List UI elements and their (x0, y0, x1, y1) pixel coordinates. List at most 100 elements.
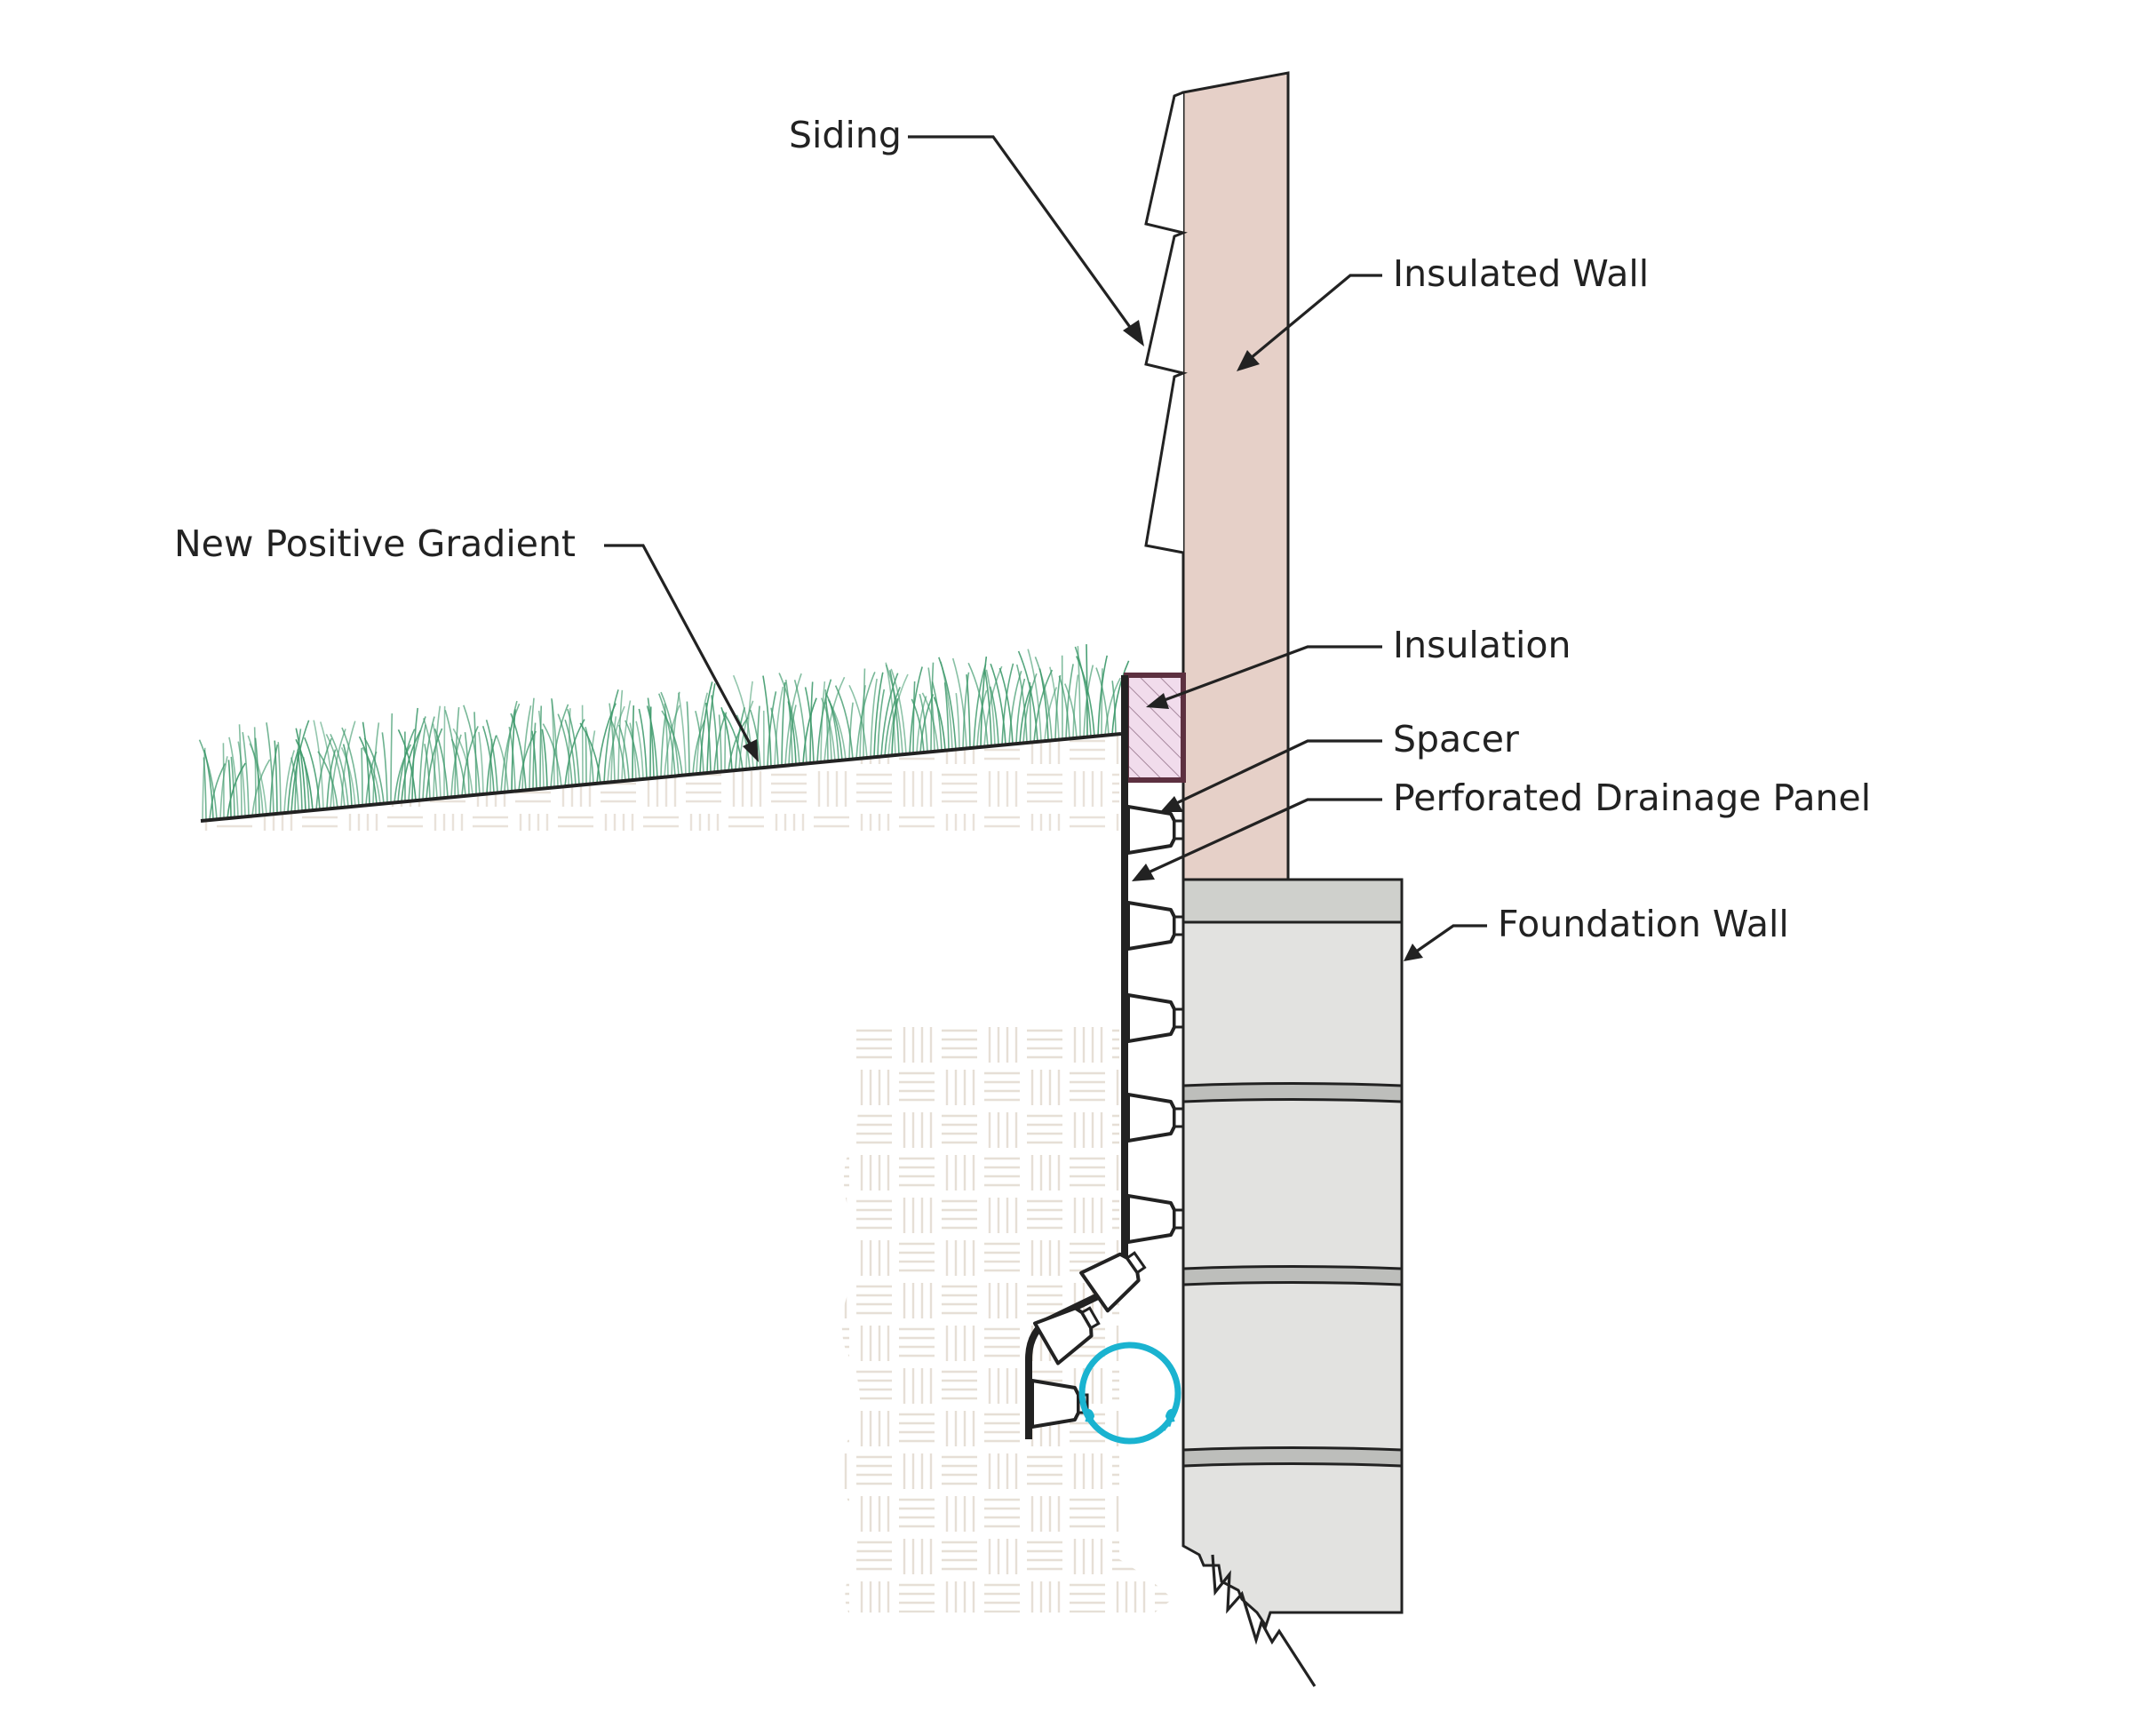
grass-blade (450, 734, 462, 798)
grass-blade (609, 717, 626, 781)
grass-blade (870, 678, 878, 758)
grass-blade (721, 710, 744, 770)
grass-blade (253, 727, 257, 816)
grass-blade (432, 723, 442, 799)
grass-blade (485, 720, 498, 793)
leader-new-positive-gradient (604, 544, 757, 754)
grass-blade (330, 729, 346, 809)
grass-blade (551, 697, 559, 787)
grass-blade (249, 743, 267, 816)
grass-blade (989, 686, 999, 746)
grass-blade (762, 675, 772, 768)
grass-blade (1017, 650, 1038, 742)
grass-blade (422, 718, 438, 799)
grass-blade (638, 708, 648, 779)
backfill-soil (841, 1026, 1173, 1613)
grass-blade (1076, 656, 1095, 737)
grass-blade (508, 726, 516, 792)
grass-blade (242, 732, 250, 816)
leader-insulation (1154, 645, 1382, 705)
grass-blade (990, 663, 1006, 745)
grass-blade (478, 731, 484, 794)
grass-blade (304, 737, 321, 810)
grass-blade (863, 668, 866, 759)
grass-blade (1027, 649, 1042, 742)
grass-blade (661, 710, 683, 776)
grass-blade (699, 681, 713, 774)
grass-blade (629, 722, 637, 780)
grass-blade (973, 664, 987, 748)
grass-blade (774, 686, 784, 767)
grass-blade (230, 756, 235, 818)
grass-blade (325, 734, 346, 808)
grass-blade (228, 737, 239, 818)
grass-blade (295, 728, 306, 811)
grass-blade (454, 707, 460, 797)
grass-blade (804, 687, 815, 763)
grass-blade (820, 681, 826, 762)
grass-blade (247, 735, 264, 816)
grass-blade (443, 705, 446, 799)
grass-blade (452, 728, 473, 796)
spacer (1079, 1251, 1147, 1313)
grass-blade (646, 705, 658, 778)
grass-blade (340, 747, 356, 807)
grass-blade (564, 719, 577, 786)
grass-blade (295, 738, 314, 811)
grass-blade (1054, 674, 1062, 741)
grass-blade (885, 664, 903, 755)
grass-blade (649, 706, 652, 779)
grass-blade (511, 709, 516, 792)
grass-blade (609, 703, 616, 782)
grass-blade (603, 689, 619, 784)
grass-blade (424, 744, 431, 800)
grass-blade (877, 689, 886, 757)
grass-blade (362, 746, 381, 804)
grass-blade (266, 722, 274, 815)
grass-blade (342, 744, 353, 807)
grass-blade (283, 750, 295, 814)
grass-blade (686, 701, 690, 775)
grass-blade (735, 707, 746, 771)
grass-blade (660, 713, 667, 778)
grass-blade (931, 681, 943, 752)
grass-blade (426, 728, 443, 800)
leader-siding (908, 135, 1141, 340)
grass-blade (885, 662, 896, 756)
mortar-joint-2 (1181, 1265, 1404, 1286)
grass-blade (827, 698, 847, 760)
grass-blade (362, 721, 370, 806)
grass-blade (319, 721, 335, 808)
grass-blade (1001, 663, 1014, 745)
grass-blade (394, 744, 412, 803)
grass-blade (781, 681, 786, 767)
grass-blade (390, 713, 394, 803)
label-siding: Siding (789, 114, 902, 156)
leader-spacer (1168, 739, 1382, 808)
grass-blade (1034, 657, 1053, 741)
foundation-block (1181, 878, 1404, 1629)
grass-blade (397, 729, 417, 801)
leader-foundation-wall (1412, 924, 1487, 956)
arrowhead-insulation (1146, 693, 1169, 709)
grass-blade (1015, 664, 1028, 744)
grass-blade (397, 729, 416, 803)
grass-blade (916, 696, 927, 753)
grass-blade (943, 682, 950, 751)
grass-blade (985, 669, 996, 746)
grass-blade (933, 697, 946, 751)
grass-blade (824, 701, 832, 761)
grass-blade (889, 670, 900, 755)
grass-blade (966, 674, 971, 749)
grass-blade (787, 701, 797, 765)
grass-blade (330, 733, 349, 808)
grass-blade (203, 757, 207, 821)
grass-blade (823, 676, 846, 762)
grass-blade (510, 713, 527, 791)
grass-blade (873, 672, 884, 758)
grass-blade (532, 722, 537, 790)
spacer (1126, 805, 1185, 855)
grass-blade (481, 726, 495, 793)
grass-blade (550, 704, 569, 788)
grass-blade (198, 739, 218, 820)
